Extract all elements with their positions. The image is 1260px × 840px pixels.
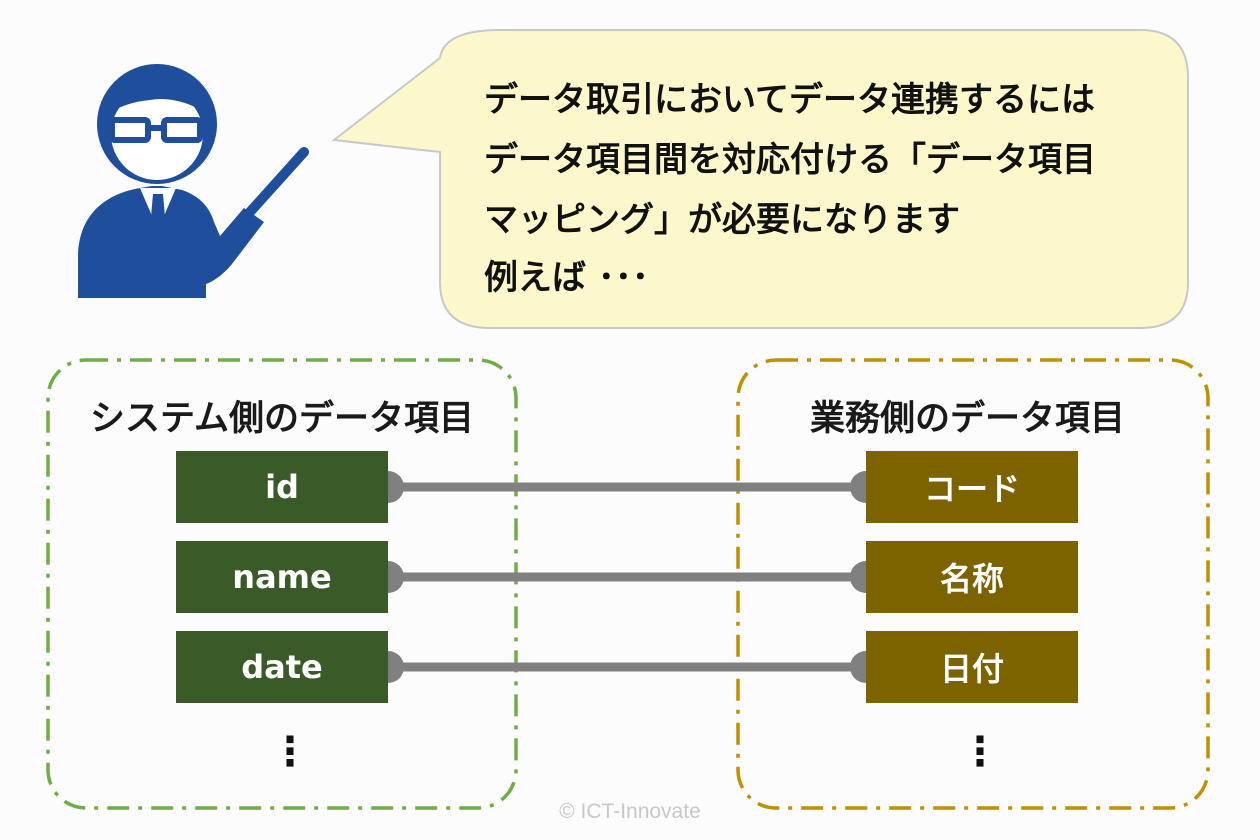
system-item: date [176, 631, 388, 703]
business-item: コード [866, 451, 1078, 523]
system-item: id [176, 451, 388, 523]
system-item-label: name [232, 558, 332, 596]
system-group-title: システム側のデータ項目 [90, 399, 474, 439]
business-item-label: 日付 [939, 650, 1004, 688]
mapping-connector [372, 471, 882, 503]
business-more-ellipsis: ⋮ [960, 729, 1000, 775]
speech-bubble [331, 29, 1189, 329]
presenter-icon [78, 64, 309, 298]
mapping-connector [372, 651, 882, 683]
system-more-ellipsis: ⋮ [270, 729, 310, 775]
system-item-label: id [265, 468, 299, 506]
system-item: name [176, 541, 388, 613]
bubble-text-line: マッピング」が必要になります [484, 200, 960, 240]
business-item-label: コード [923, 470, 1020, 508]
bubble-text-line: 例えば ･･･ [484, 258, 649, 298]
bubble-text-line: データ取引においてデータ連携するには [484, 80, 1095, 120]
mapping-connector [372, 561, 882, 593]
bubble-text-line: データ項目間を対応付ける「データ項目 [484, 140, 1096, 180]
business-group-frame [736, 358, 1210, 810]
business-item: 名称 [866, 541, 1078, 613]
business-item-label: 名称 [939, 560, 1004, 598]
presenter-body [78, 186, 264, 298]
presenter-face [111, 88, 203, 180]
business-group-title: 業務側のデータ項目 [810, 399, 1126, 439]
presenter-hair [104, 73, 212, 118]
glasses-icon [109, 117, 203, 143]
business-item: 日付 [866, 631, 1078, 703]
system-item-label: date [241, 648, 323, 686]
presenter-tie [150, 194, 166, 240]
copyright-watermark: © ICT-Innovate [559, 800, 701, 823]
system-group-frame [46, 358, 518, 810]
